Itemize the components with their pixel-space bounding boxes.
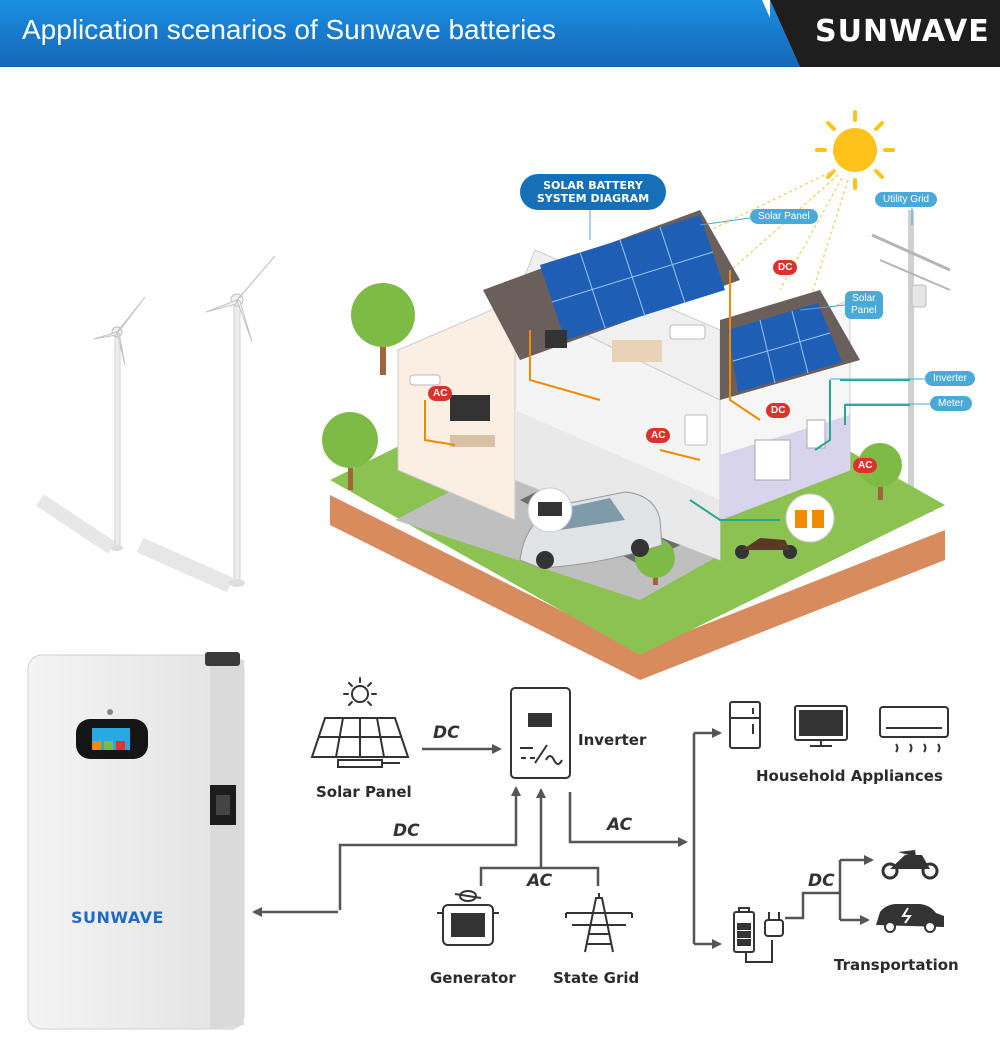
solar-panel-icon [310,677,410,768]
plug-icon [764,912,784,937]
badge-ac-living: AC [428,386,453,401]
battery-brand-logo: SUNWAVE [71,908,164,927]
callout-meter: Meter [930,396,972,411]
page-title: Application scenarios of Sunwave batteri… [22,14,556,45]
badge-dc-roof: DC [773,260,798,275]
air-conditioner-icon [879,706,949,753]
badge-ac-grid: AC [853,458,878,473]
electric-car-icon [876,904,944,933]
diagram-title-badge: SOLAR BATTERY SYSTEM DIAGRAM [520,174,666,210]
battery-product [27,652,245,1030]
flow-label-ac-input: AC [527,871,553,891]
badge-ac-garage: AC [646,428,671,443]
flow-label-dc-solar: DC [433,723,460,743]
label-generator: Generator [430,969,516,987]
flow-label-dc-transport: DC [808,871,835,891]
brand-logo: SUNWAVE [815,14,990,49]
label-transportation: Transportation [834,956,959,974]
motorcycle-icon [881,850,939,880]
inverter-icon [510,687,571,779]
callout-solar-panel-1: Solar Panel [750,209,818,224]
label-household-appliances: Household Appliances [756,767,943,785]
sun-icon [699,110,895,301]
transmission-tower-icon [565,893,633,953]
callout-solar-panel-2-line1: Solar [852,293,876,304]
callout-inverter: Inverter [925,371,975,386]
header-dark-band [770,0,1000,67]
label-solar-panel: Solar Panel [316,783,412,801]
generator-icon [437,890,499,946]
diagram-title-line2: SYSTEM DIAGRAM [536,192,650,205]
label-inverter: Inverter [578,731,647,749]
flow-lines [252,728,874,949]
wind-turbine-small-icon [36,296,146,554]
flow-label-dc-battery: DC [393,821,420,841]
callout-solar-panel-2-line2: Panel [851,305,877,316]
header-banner: Application scenarios of Sunwave batteri… [0,0,1000,67]
wind-turbine-large-icon [136,255,276,593]
battery-charge-icon [733,907,773,963]
tv-monitor-icon [794,705,848,747]
callout-solar-panel-2: Solar Panel [845,291,883,319]
diagram-title-line1: SOLAR BATTERY [543,179,643,192]
callout-utility-grid: Utility Grid [875,192,938,207]
flow-label-ac-output: AC [607,815,633,835]
refrigerator-icon [729,701,761,749]
label-state-grid: State Grid [553,969,640,987]
badge-dc-garage: DC [766,403,791,418]
header-blue-band [0,0,800,67]
